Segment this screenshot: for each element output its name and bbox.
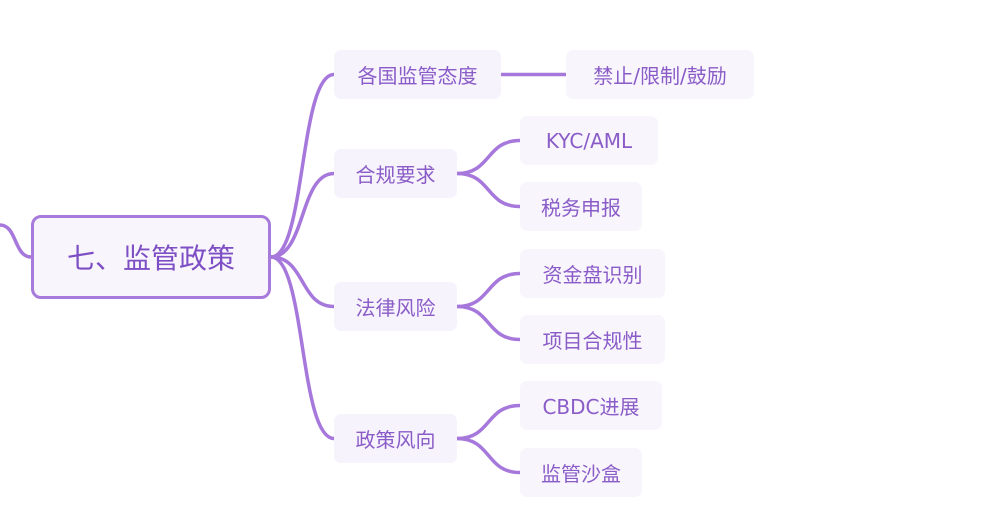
branch-node-regulatory-attitude[interactable]: 各国监管态度: [334, 50, 501, 99]
branch-node-compliance[interactable]: 合规要求: [334, 149, 457, 198]
edge-incoming-root: [0, 223, 33, 259]
edge-b2-b2c2: [455, 171, 522, 209]
edge-root-b1: [269, 72, 336, 259]
edge-b2-b2c1: [455, 138, 522, 176]
leaf-node-ban-restrict-encourage[interactable]: 禁止/限制/鼓励: [566, 50, 754, 99]
leaf-node-label: 禁止/限制/鼓励: [593, 64, 727, 88]
branch-node-label: 合规要求: [355, 163, 436, 187]
edge-root-b2: [269, 171, 336, 259]
leaf-node-label: KYC/AML: [545, 128, 633, 153]
edge-b3-b3c1: [455, 271, 522, 309]
leaf-node-regulatory-sandbox[interactable]: 监管沙盒: [520, 448, 642, 497]
edge-b4-b4c1: [455, 403, 522, 441]
leaf-node-label: 监管沙盒: [541, 462, 621, 486]
edge-root-b4: [269, 255, 336, 441]
leaf-node-label: 资金盘识别: [542, 263, 643, 287]
edge-root-b3: [269, 255, 336, 309]
leaf-node-label: 项目合规性: [542, 329, 643, 353]
leaf-node-ponzi-identification[interactable]: 资金盘识别: [520, 249, 665, 298]
branch-node-label: 各国监管态度: [357, 64, 478, 88]
root-node-label: 七、监管政策: [66, 242, 235, 275]
branch-node-label: 政策风向: [355, 428, 436, 452]
leaf-node-label: 税务申报: [541, 196, 621, 220]
leaf-node-project-compliance[interactable]: 项目合规性: [520, 315, 665, 364]
leaf-node-cbdc-progress[interactable]: CBDC进展: [520, 381, 662, 430]
leaf-node-tax-filing[interactable]: 税务申报: [520, 182, 642, 231]
leaf-node-label: CBDC进展: [542, 395, 640, 419]
branch-node-policy-trend[interactable]: 政策风向: [334, 414, 457, 463]
edge-b3-b3c2: [455, 304, 522, 342]
edge-b4-b4c2: [455, 436, 522, 475]
root-node[interactable]: 七、监管政策: [31, 215, 271, 299]
branch-node-legal-risk[interactable]: 法律风险: [334, 282, 457, 331]
leaf-node-kyc-aml[interactable]: KYC/AML: [520, 116, 658, 165]
branch-node-label: 法律风险: [355, 296, 436, 320]
